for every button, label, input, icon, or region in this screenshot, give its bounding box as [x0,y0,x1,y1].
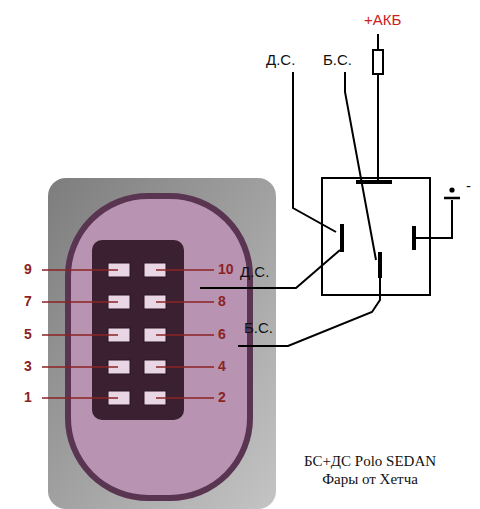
pin-number: 2 [218,390,226,405]
leader-line [156,397,214,399]
leader-line [156,269,214,271]
wire [377,74,379,182]
signal-name: Б.С. [323,52,352,69]
ground-label: - [466,178,471,195]
leader-line [156,334,214,336]
contact [340,224,344,252]
supply-label: +АКБ [364,12,401,29]
schematic [200,34,460,346]
pin-leaders [42,270,214,398]
ground-symbol [444,197,460,200]
leader-line [42,366,118,368]
wire-ds [200,250,340,288]
wire [377,34,379,50]
leader-line [42,334,118,336]
signal-name: Д.С. [266,52,295,69]
housing [48,178,276,509]
leader-line [42,301,118,303]
signal-name: Б.С. [244,320,273,337]
contact [378,252,382,278]
pin-number: 9 [24,262,32,277]
pin-block [92,240,184,420]
pin-number: 1 [24,390,32,405]
leader-line [156,301,214,303]
pin-number: 7 [24,294,32,309]
pin-number: 4 [218,359,226,374]
wire-ds [293,72,336,232]
leader-line [156,366,214,368]
pin-number: 8 [218,294,226,309]
pin-number: 3 [24,359,32,374]
pin-number: 6 [218,327,226,342]
switch-box [322,178,430,295]
ground-symbol [450,188,453,191]
pin-number: 10 [218,262,234,277]
leader-line [42,269,118,271]
leader-line [42,397,118,399]
ground-wire [414,200,452,238]
pin-slots [108,263,166,405]
caption: БС+ДС Polo SEDAN Фары от Хетча [290,452,450,488]
resistor-symbol [373,50,383,74]
connector-photo [48,178,276,509]
connector-oval [68,196,250,498]
wire-bs [345,72,376,260]
signal-name: Д.С. [240,264,269,281]
wire-bs [238,278,380,346]
pin-number: 5 [24,327,32,342]
